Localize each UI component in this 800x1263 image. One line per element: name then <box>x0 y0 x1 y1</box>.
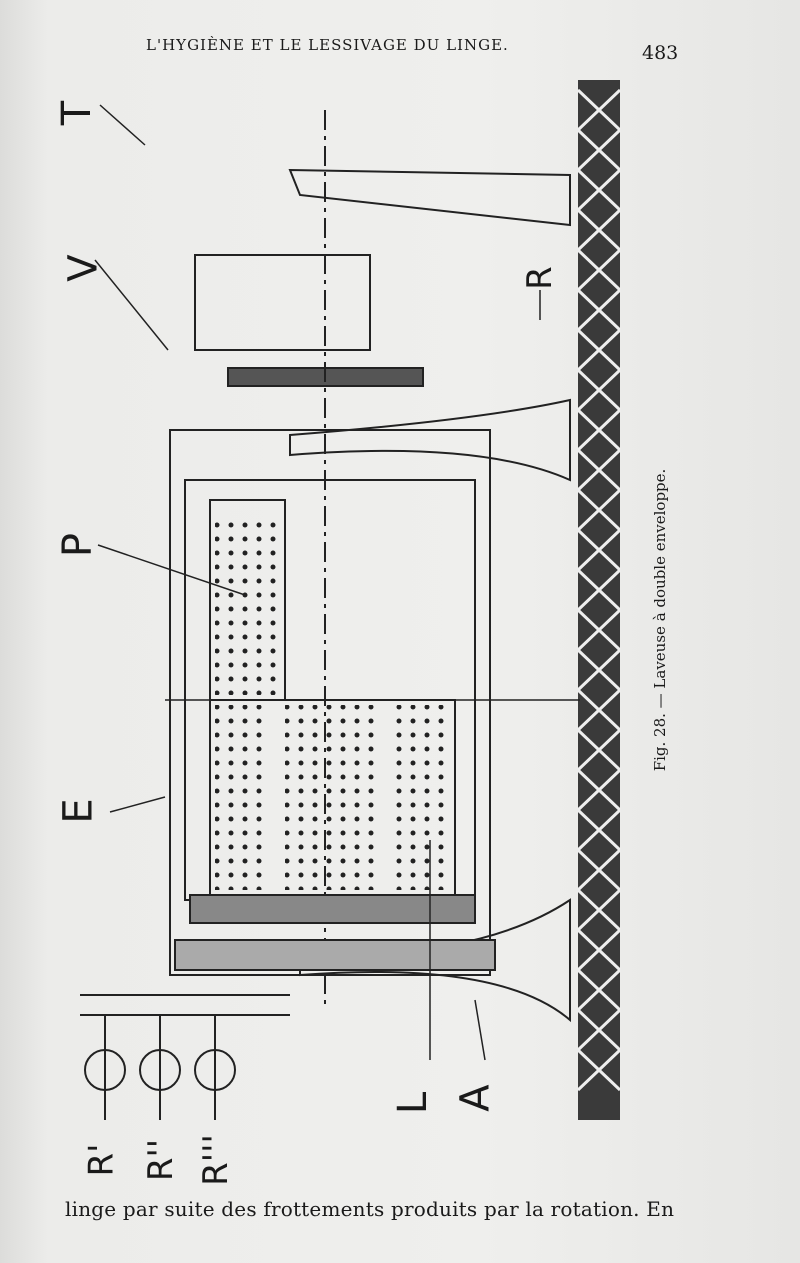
label-R-double-prime: R'' <box>141 1138 182 1182</box>
label-E: E <box>55 798 102 824</box>
outer-casing <box>169 429 491 976</box>
running-head: L'HYGIÈNE ET LE LESSIVAGE DU LINGE. <box>146 36 509 54</box>
wall-hatching <box>576 80 622 1120</box>
label-R: R <box>519 266 560 290</box>
label-R-triple-prime: R''' <box>195 1134 236 1186</box>
base-plate <box>174 939 496 971</box>
label-A: A <box>452 1084 499 1112</box>
figure-caption: Fig. 28. — Laveuse à double enveloppe. <box>651 468 669 772</box>
page-number: 483 <box>642 42 679 64</box>
body-text-line: linge par suite des frottements produits… <box>65 1197 675 1221</box>
drum-base <box>189 894 476 924</box>
pulley <box>194 254 371 351</box>
label-P: P <box>55 532 102 558</box>
label-R-prime: R' <box>81 1143 122 1177</box>
middle-bracket <box>289 398 571 482</box>
label-V: V <box>60 254 107 282</box>
valves <box>84 1015 236 1120</box>
label-L: L <box>390 1091 437 1115</box>
label-T: T <box>54 100 101 126</box>
drum-door <box>209 499 286 701</box>
top-bracket <box>288 168 571 227</box>
